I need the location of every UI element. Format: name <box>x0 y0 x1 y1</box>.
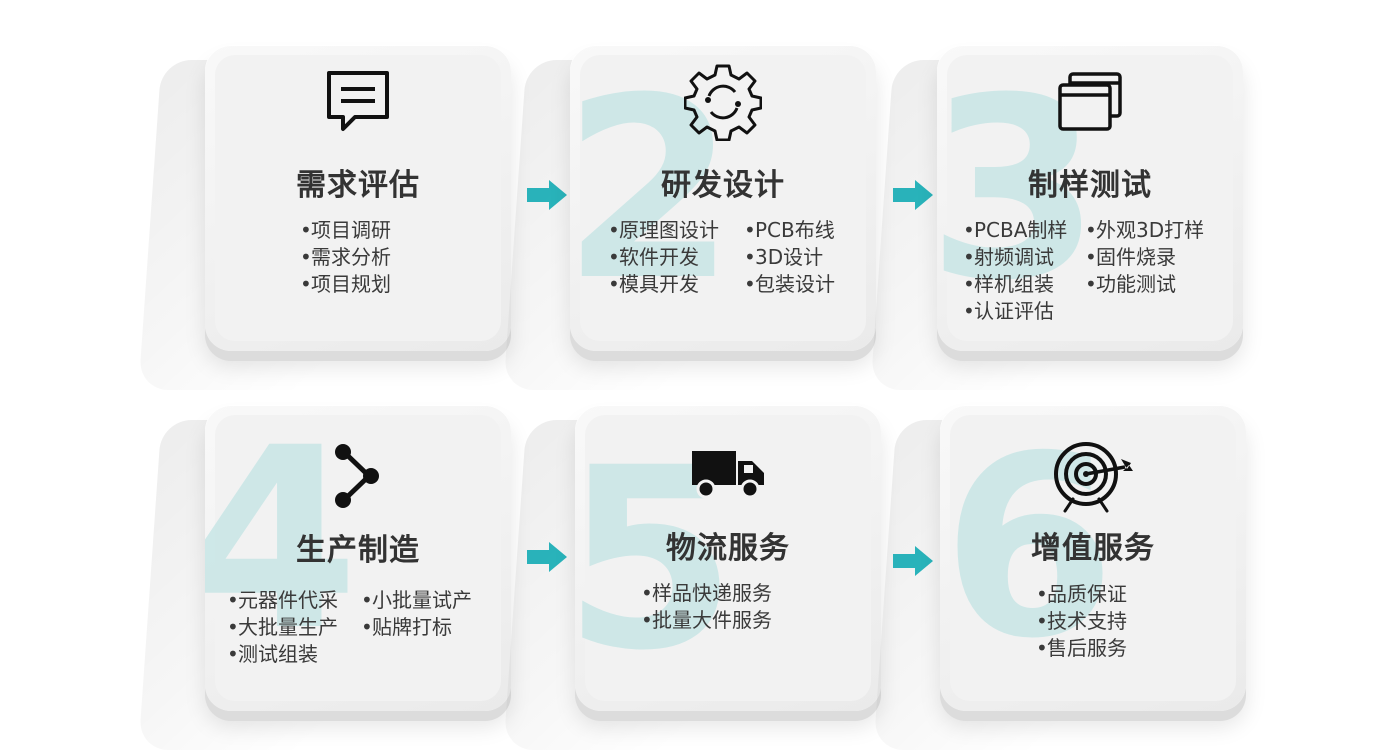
card-value-added-services: 6 增值服务 •品质保证 •技术支持 •售后服务 <box>940 405 1246 711</box>
list-item: 射频调试 <box>974 245 1054 269</box>
step-number: 2 <box>570 45 736 335</box>
share-nodes-icon <box>335 444 379 508</box>
card-items: •原理图设计•PCB布线 •软件开发•3D设计 •模具开发•包装设计 <box>608 218 835 296</box>
card-items: •样品快递服务 •批量大件服务 <box>641 581 772 632</box>
card-requirement-assessment: 需求评估 •项目调研 •需求分析 •项目规划 <box>205 45 511 351</box>
list-item: PCBA制样 <box>974 218 1068 242</box>
list-item: 技术支持 <box>1047 609 1127 633</box>
card-title: 制样测试 <box>1028 168 1152 203</box>
card-rd-design: 2 研发设计 •原理图设计•PCB布线 •软件开发•3D设计 •模具开发•包装设… <box>570 45 876 351</box>
list-item: 批量大件服务 <box>652 608 772 632</box>
list-item: 3D设计 <box>755 245 824 269</box>
list-item: 样机组装 <box>974 272 1054 296</box>
list-item: 软件开发 <box>619 245 699 269</box>
card-manufacturing: 4 生产制造 •元器件代采•小批量试产 •大批量生产•贴牌打标 •测试组装 <box>205 405 511 711</box>
list-item: 项目调研 <box>311 218 391 242</box>
card-surface <box>950 415 1236 701</box>
target-icon <box>1054 442 1133 513</box>
browser-windows-icon <box>1058 72 1122 131</box>
list-item: 固件烧录 <box>1096 245 1176 269</box>
list-item: PCB布线 <box>755 218 835 242</box>
step-number: 4 <box>205 405 359 685</box>
flow-arrow-icon <box>527 180 567 210</box>
card-title: 物流服务 <box>666 531 790 566</box>
list-item: 测试组装 <box>238 642 318 666</box>
list-item: 原理图设计 <box>619 218 719 242</box>
list-item: 贴牌打标 <box>372 615 452 639</box>
list-item: 品质保证 <box>1047 582 1127 606</box>
flow-arrow-icon <box>893 180 933 210</box>
list-item: 样品快递服务 <box>652 581 772 605</box>
card-logistics: 5 物流服务 •样品快递服务 •批量大件服务 <box>575 405 881 711</box>
list-item: 元器件代采 <box>238 588 338 612</box>
message-icon <box>327 71 389 131</box>
card-title: 生产制造 <box>296 533 420 568</box>
truck-icon <box>692 451 764 499</box>
card-surface <box>580 55 866 341</box>
card-items: •元器件代采•小批量试产 •大批量生产•贴牌打标 •测试组装 <box>227 588 472 666</box>
card-sample-testing: 3 制样测试 •PCBA制样•外观3D打样 •射频调试•固件烧录 •样机组装•功… <box>937 45 1243 351</box>
card-title: 研发设计 <box>661 168 785 203</box>
list-item: 外观3D打样 <box>1096 218 1205 242</box>
list-item: 小批量试产 <box>372 588 472 612</box>
card-items: •PCBA制样•外观3D打样 •射频调试•固件烧录 •样机组装•功能测试 •认证… <box>963 218 1205 323</box>
list-item: 项目规划 <box>311 272 391 296</box>
card-items: •品质保证 •技术支持 •售后服务 <box>1036 582 1127 660</box>
list-item: 需求分析 <box>311 245 391 269</box>
flow-arrow-icon <box>527 542 567 572</box>
list-item: 售后服务 <box>1047 636 1127 660</box>
flow-arrow-icon <box>893 546 933 576</box>
card-title: 增值服务 <box>1031 531 1155 566</box>
list-item: 认证评估 <box>974 299 1054 323</box>
list-item: 功能测试 <box>1096 272 1176 296</box>
card-items: •项目调研 •需求分析 •项目规划 <box>300 218 391 296</box>
list-item: 大批量生产 <box>238 615 338 639</box>
list-item: 模具开发 <box>619 272 699 296</box>
gear-icon <box>684 64 762 141</box>
list-item: 包装设计 <box>755 272 835 296</box>
card-title: 需求评估 <box>296 168 420 203</box>
